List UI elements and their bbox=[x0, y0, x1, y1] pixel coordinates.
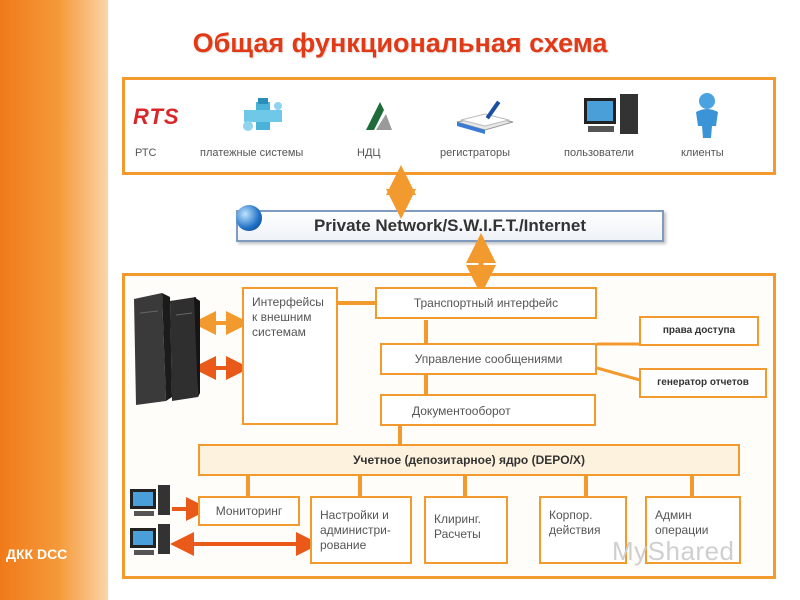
participant-label-rts: РТС bbox=[135, 147, 157, 159]
participant-label-registrars: регистраторы bbox=[440, 147, 510, 159]
settings-box: Настройки и администри-рование bbox=[310, 496, 412, 564]
side-band bbox=[0, 0, 108, 600]
admin-operations-label: Админ операции bbox=[655, 508, 709, 537]
participant-label-users: пользователи bbox=[564, 147, 634, 159]
network-label: Private Network/S.W.I.F.T./Internet bbox=[313, 216, 587, 235]
message-management-box: Управление сообщениями bbox=[380, 343, 597, 375]
payment-systems-icon bbox=[238, 96, 288, 141]
watermark: MyShared bbox=[612, 536, 735, 566]
server-icon bbox=[128, 293, 202, 412]
rts-logo-icon: RTS bbox=[133, 104, 180, 129]
participant-label-payment-systems: платежные системы bbox=[200, 147, 304, 159]
page-title: Общая функциональная схема bbox=[192, 28, 608, 58]
workstation-icon bbox=[128, 524, 172, 565]
corporate-actions-label: Корпор. действия bbox=[549, 508, 601, 537]
admin-operations-box: Админ операции bbox=[645, 496, 741, 564]
report-generator-label: генератор отчетов bbox=[657, 376, 749, 388]
transport-interface-label: Транспортный интерфейс bbox=[413, 295, 559, 310]
settings-label: Настройки и администри-рование bbox=[320, 508, 391, 552]
corporate-actions-box: Корпор. действия bbox=[539, 496, 627, 564]
participants-panel bbox=[122, 77, 776, 175]
users-computer-icon bbox=[582, 92, 640, 143]
external-interfaces-label: Интерфейсы к внешним системам bbox=[252, 295, 324, 339]
document-flow-box: Документооборот bbox=[380, 394, 596, 426]
dcc-logo: ДКК DCC bbox=[6, 546, 68, 562]
participant-label-ndc: НДЦ bbox=[357, 147, 381, 159]
globe-icon bbox=[236, 205, 262, 231]
clearing-box: Клиринг. Расчеты bbox=[424, 496, 508, 564]
core-depo-label: Учетное (депозитарное) ядро (DEPO/X) bbox=[353, 453, 585, 467]
participant-label-clients: клиенты bbox=[681, 147, 724, 159]
access-rights-box: права доступа bbox=[639, 316, 759, 346]
clearing-label: Клиринг. Расчеты bbox=[434, 512, 481, 541]
external-interfaces-box: Интерфейсы к внешним системам bbox=[242, 287, 338, 425]
report-generator-box: генератор отчетов bbox=[639, 368, 767, 398]
ndc-logo-icon bbox=[360, 98, 396, 139]
network-bar: Private Network/S.W.I.F.T./Internet bbox=[236, 210, 664, 242]
access-rights-label: права доступа bbox=[662, 324, 736, 336]
document-flow-label: Документооборот bbox=[412, 404, 511, 418]
registrars-icon bbox=[455, 96, 515, 141]
workstation-icon bbox=[128, 485, 172, 526]
transport-interface-box: Транспортный интерфейс bbox=[375, 287, 597, 319]
monitoring-label: Мониторинг bbox=[215, 503, 283, 518]
clients-person-icon bbox=[690, 92, 724, 145]
message-management-label: Управление сообщениями bbox=[414, 351, 563, 366]
monitoring-box: Мониторинг bbox=[198, 496, 300, 526]
core-depo-box: Учетное (депозитарное) ядро (DEPO/X) bbox=[198, 444, 740, 476]
